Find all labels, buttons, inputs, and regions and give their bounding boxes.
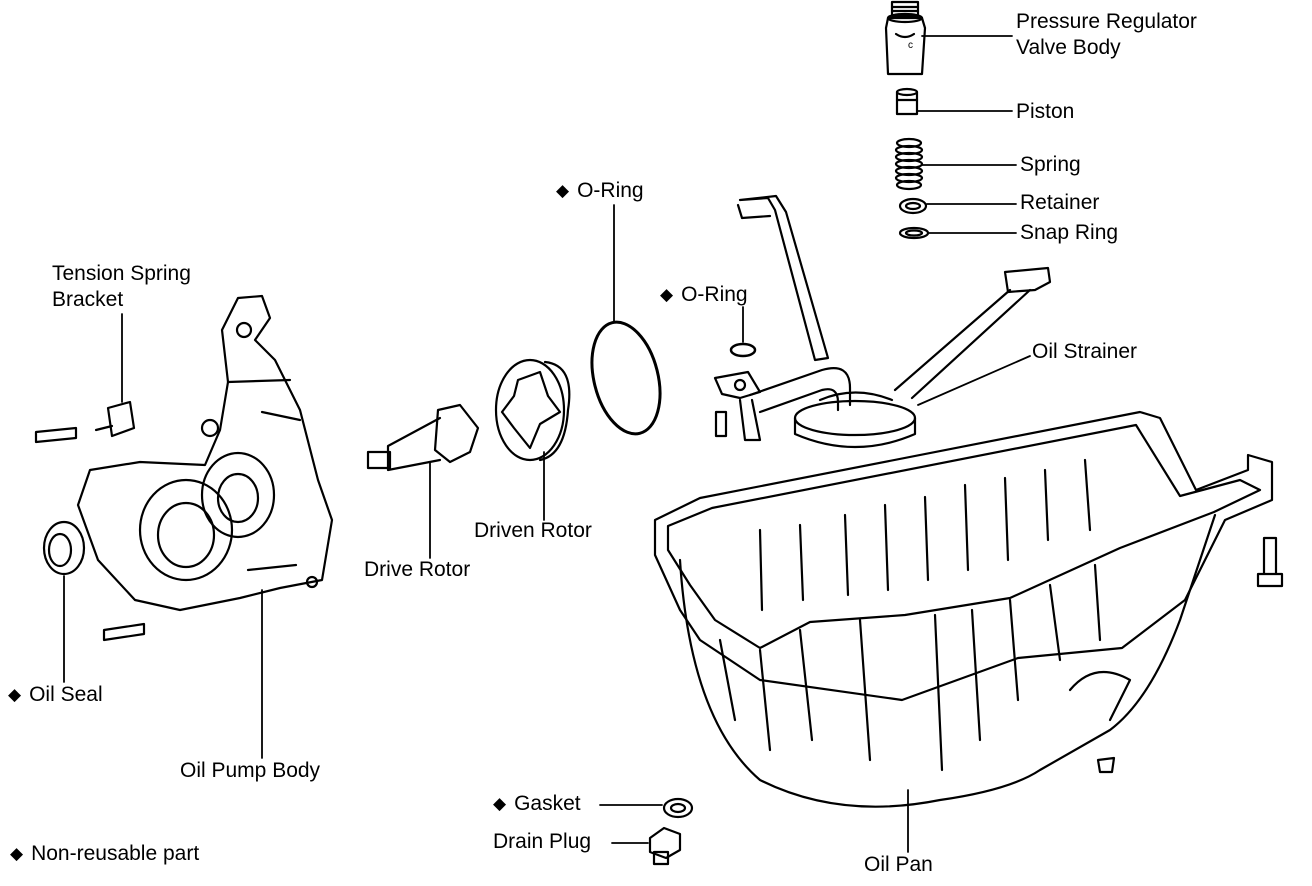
- piston-part: [895, 87, 919, 116]
- label-snap-ring: Snap Ring: [1020, 221, 1119, 244]
- svg-text:c: c: [908, 40, 913, 51]
- label-piston: Piston: [1016, 100, 1075, 123]
- oil-pan-part: [653, 410, 1284, 808]
- label-tension-spring-2: Bracket: [52, 288, 124, 311]
- oil-seal-part: [42, 520, 86, 576]
- non-reusable-marker: ◆: [493, 794, 507, 813]
- label-driven-rotor: Driven Rotor: [474, 519, 592, 542]
- label-retainer: Retainer: [1020, 191, 1100, 214]
- regulator-leader-lines: [917, 35, 1017, 234]
- non-reusable-marker: ◆: [556, 181, 570, 200]
- label-pressure-regulator-1: Pressure Regulator: [1016, 10, 1197, 33]
- gasket-part: [662, 797, 694, 819]
- small-o-ring-part: [729, 342, 757, 358]
- oil-strainer-part: [713, 194, 1052, 449]
- legend-text: Non-reusable part: [31, 842, 200, 865]
- label-o-ring-large: ◆ O-Ring: [556, 178, 644, 205]
- label-drive-rotor: Drive Rotor: [364, 558, 471, 581]
- pump-bolts: [34, 426, 146, 642]
- label-drain-plug: Drain Plug: [493, 830, 592, 853]
- oil-seal-text: Oil Seal: [29, 683, 103, 706]
- oil-strainer-leader: [917, 355, 1031, 406]
- oil-pump-body-part: [76, 294, 334, 612]
- tension-spring-bracket-part: [94, 400, 136, 438]
- o-ring-small-text: O-Ring: [681, 283, 748, 306]
- label-o-ring-small: ◆ O-Ring: [660, 282, 748, 309]
- pressure-regulator-valve-body-part: c: [884, 0, 927, 76]
- drain-leader-lines: [599, 804, 663, 844]
- gasket-text: Gasket: [514, 792, 581, 815]
- label-oil-strainer: Oil Strainer: [1032, 340, 1138, 363]
- drain-plug-part: [648, 826, 682, 866]
- label-oil-seal: ◆ Oil Seal: [8, 682, 103, 709]
- retainer-part: [898, 197, 928, 215]
- large-o-ring-part: [590, 320, 662, 436]
- spring-part: [894, 137, 924, 191]
- snap-ring-part: [898, 226, 930, 240]
- legend-non-reusable: ◆ Non-reusable part: [10, 841, 199, 868]
- driven-rotor-part: [494, 358, 571, 462]
- non-reusable-marker: ◆: [10, 844, 24, 863]
- label-tension-spring-1: Tension Spring: [52, 262, 191, 285]
- drive-rotor-part: [366, 403, 480, 472]
- non-reusable-marker: ◆: [8, 685, 22, 704]
- o-ring-large-text: O-Ring: [577, 179, 644, 202]
- label-gasket: ◆ Gasket: [493, 791, 581, 818]
- label-oil-pan: Oil Pan: [864, 853, 933, 876]
- label-oil-pump-body: Oil Pump Body: [180, 759, 321, 782]
- label-pressure-regulator-2: Valve Body: [1016, 36, 1121, 59]
- non-reusable-marker: ◆: [660, 285, 674, 304]
- label-spring: Spring: [1020, 153, 1081, 176]
